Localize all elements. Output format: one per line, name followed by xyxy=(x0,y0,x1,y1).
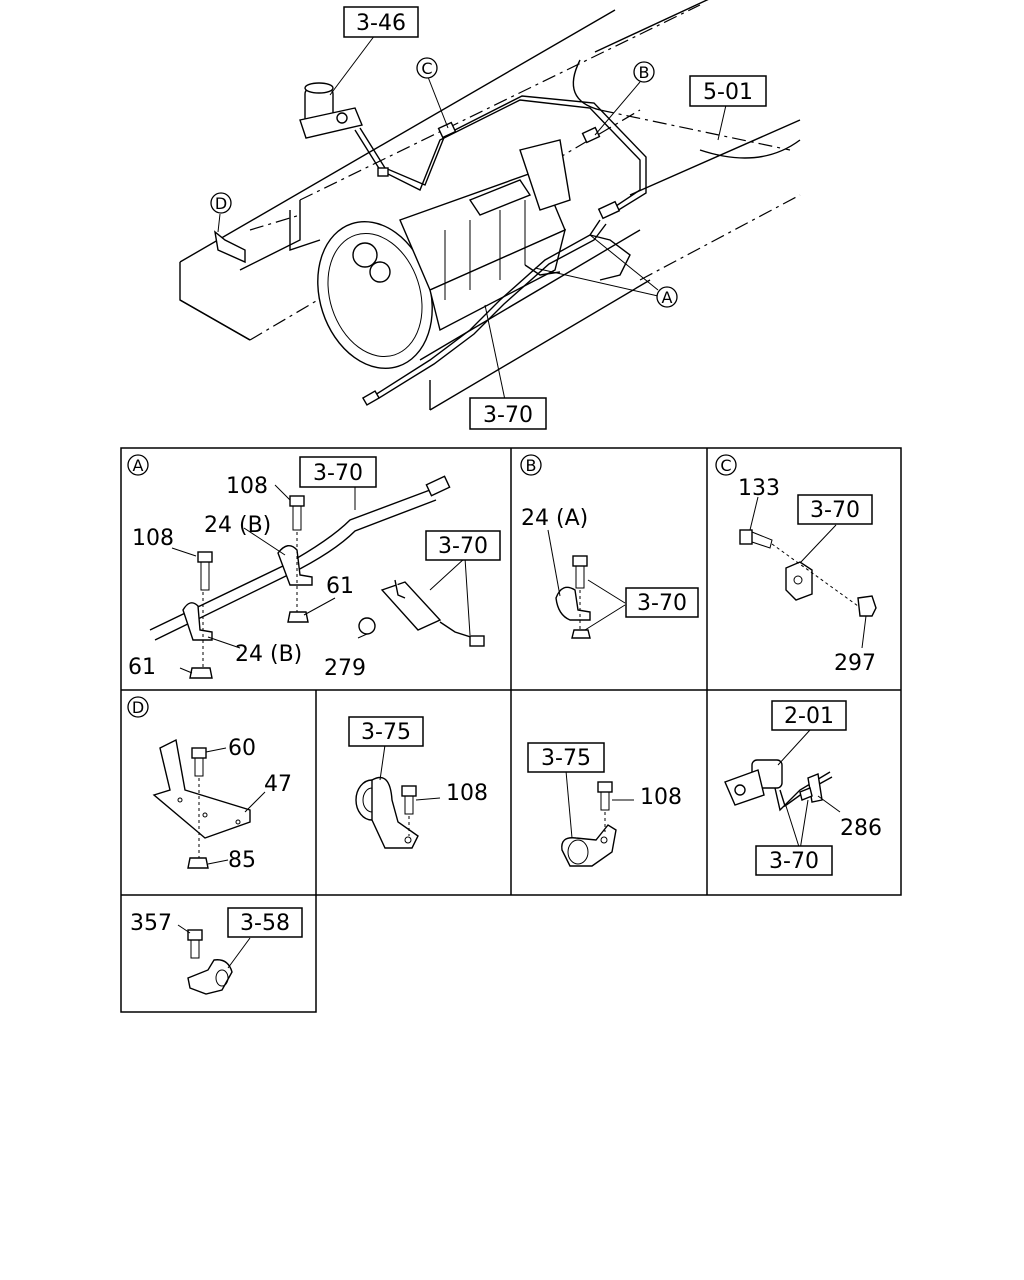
detail-b: B 3-70 24 (A) xyxy=(520,454,699,639)
detail-ref-label: 3-70 xyxy=(810,498,860,523)
detail-ref-label: 3-70 xyxy=(313,461,363,486)
detail-d: D 60 47 85 xyxy=(127,696,292,873)
part-number: 108 xyxy=(226,474,268,499)
overview-ref-box xyxy=(343,6,419,38)
detail-h: 3-58 357 xyxy=(130,907,303,995)
detail-c: C 3-70 133 297 xyxy=(715,454,877,676)
part-number: 61 xyxy=(128,655,156,680)
part-number: 47 xyxy=(264,772,292,797)
overview-ref-box xyxy=(469,397,547,430)
callout-letter: B xyxy=(639,63,650,82)
part-number: 297 xyxy=(834,651,876,676)
detail-ref-label: 3-70 xyxy=(637,591,687,616)
detail-f: 3-75 108 xyxy=(527,742,682,867)
overview-ref-label: 3-46 xyxy=(356,11,406,36)
part-number: 108 xyxy=(132,526,174,551)
part-number: 279 xyxy=(324,656,366,681)
callout-letter: C xyxy=(421,59,432,78)
detail-ref-label: 3-70 xyxy=(769,849,819,874)
detail-ref-label: 3-75 xyxy=(361,720,411,745)
detail-letter: A xyxy=(133,456,144,475)
detail-grid xyxy=(120,447,902,1013)
part-number: 24 (B) xyxy=(204,513,271,538)
part-number: 133 xyxy=(738,476,780,501)
overview-ref-box xyxy=(689,75,767,107)
part-number: 60 xyxy=(228,736,256,761)
detail-ref-label: 3-58 xyxy=(240,911,290,936)
callout-letter: A xyxy=(662,288,673,307)
detail-a: A 3-70 xyxy=(127,454,501,681)
part-number: 24 (A) xyxy=(521,506,588,531)
part-number: 24 (B) xyxy=(235,642,302,667)
air-dryer xyxy=(299,82,363,139)
callout-letter: D xyxy=(215,194,227,213)
part-number: 108 xyxy=(446,781,488,806)
detail-letter: C xyxy=(720,456,731,475)
detail-ref-label: 2-01 xyxy=(784,704,834,729)
detail-e: 3-75 108 xyxy=(348,716,488,849)
detail-ref-label: 3-75 xyxy=(541,746,591,771)
part-number: 85 xyxy=(228,848,256,873)
overview-illustration: 3-46 5-01 3-70 C B D A xyxy=(179,0,801,430)
detail-letter: D xyxy=(132,698,144,717)
part-number: 108 xyxy=(640,785,682,810)
detail-ref-label: 3-70 xyxy=(438,534,488,559)
part-number: 286 xyxy=(840,816,882,841)
part-number: 61 xyxy=(326,574,354,599)
overview-ref-label: 3-70 xyxy=(483,403,533,428)
detail-letter: B xyxy=(526,456,537,475)
part-number: 357 xyxy=(130,911,172,936)
detail-g: 2-01 3-70 286 xyxy=(724,700,882,876)
overview-ref-label: 5-01 xyxy=(703,80,753,105)
